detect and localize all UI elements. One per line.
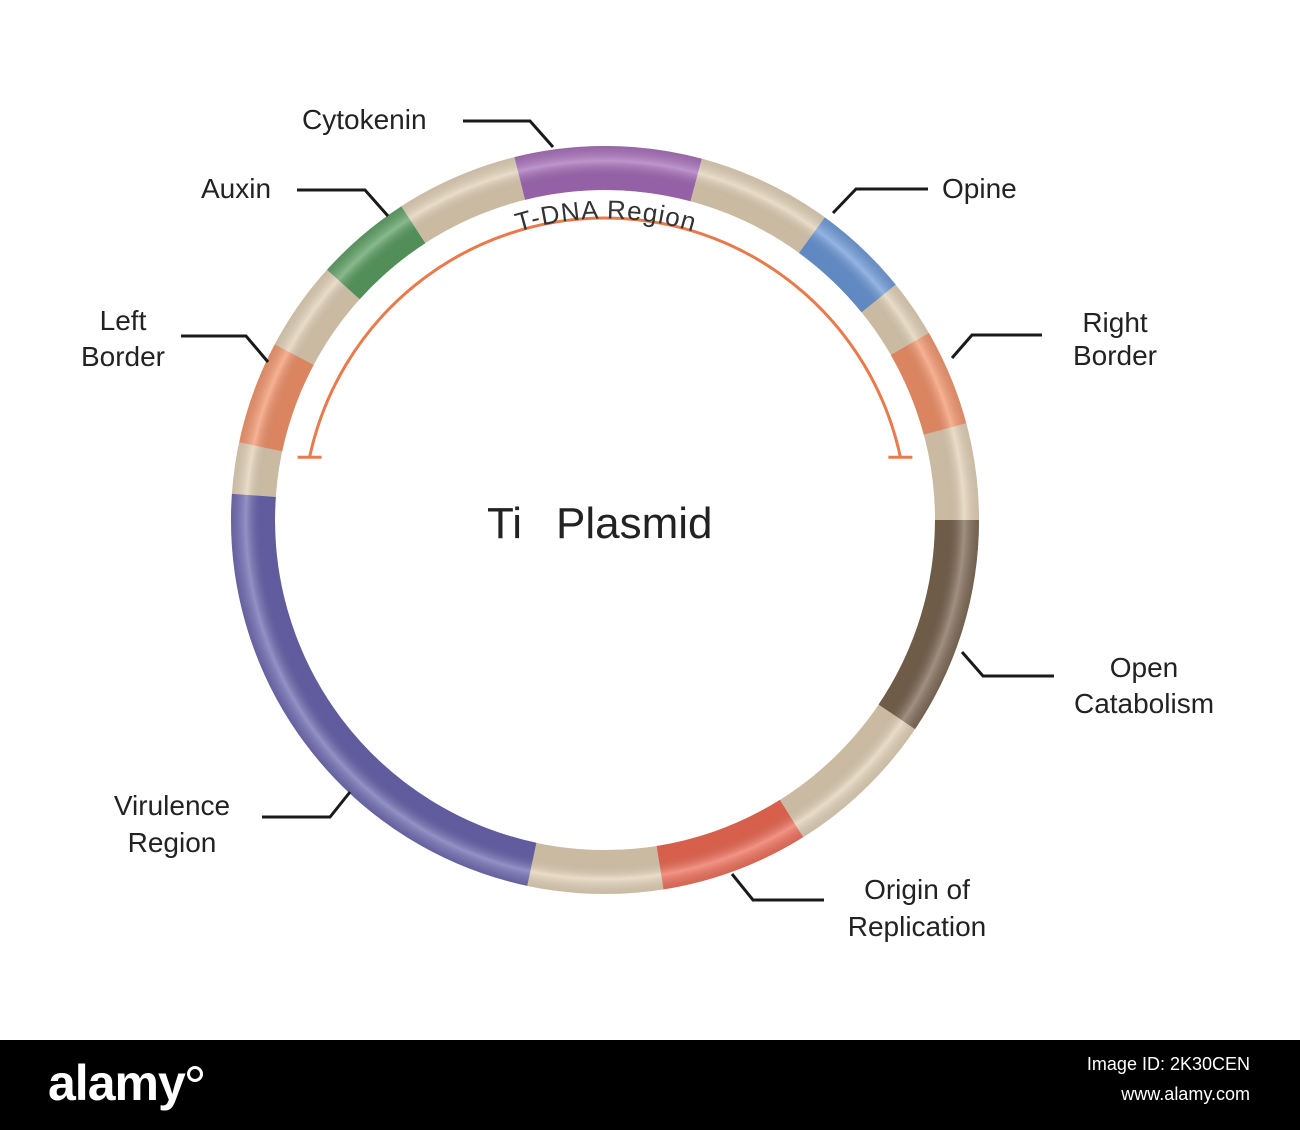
origin-of-replication-leader xyxy=(730,873,824,902)
right-border-label-line1: Right xyxy=(1082,307,1148,338)
cytokenin-leader xyxy=(463,119,555,148)
brand-logo-icon xyxy=(186,1066,203,1083)
title-ti: Ti xyxy=(487,499,522,548)
virulence-region-label-line2: Region xyxy=(128,827,217,858)
origin-of-replication-label-line1: Origin of xyxy=(864,874,970,905)
site-url-link[interactable]: www.alamy.com xyxy=(1121,1084,1250,1104)
brand-logo-text: alamy xyxy=(48,1055,186,1111)
cytokenin-label: Cytokenin xyxy=(302,104,427,135)
virulence-region-leader xyxy=(262,791,352,819)
image-id-text: Image ID: 2K30CEN xyxy=(1086,1054,1250,1074)
opine-label: Opine xyxy=(942,173,1017,204)
auxin-label: Auxin xyxy=(201,173,271,204)
ti-plasmid-diagram: T-DNA Region Ti Plasmid Cytokenin Auxin … xyxy=(81,104,1214,942)
title-plasmid: Plasmid xyxy=(556,499,713,548)
watermark-footer-bar: alamy Image ID: 2K30CEN www.alamy.com xyxy=(0,1040,1300,1130)
virulence-region-label-line1: Virulence xyxy=(114,790,230,821)
tdna-region-bracket xyxy=(308,216,902,458)
right-border-label-line2: Border xyxy=(1073,340,1157,371)
origin-of-replication-label-line2: Replication xyxy=(848,911,987,942)
left-border-label-line1: Left xyxy=(100,305,147,336)
left-border-label-line2: Border xyxy=(81,341,165,372)
auxin-leader xyxy=(297,188,390,217)
ring-shading xyxy=(231,146,979,894)
left-border-leader xyxy=(181,334,270,363)
right-border-leader xyxy=(950,333,1042,359)
open-catabolism-label-line1: Open xyxy=(1110,652,1179,683)
open-catabolism-leader xyxy=(960,651,1054,678)
brand-logo[interactable]: alamy xyxy=(48,1054,203,1112)
tdna-region-label: T-DNA Region xyxy=(512,194,701,237)
open-catabolism-label-line2: Catabolism xyxy=(1074,688,1214,719)
opine-leader xyxy=(831,187,928,215)
